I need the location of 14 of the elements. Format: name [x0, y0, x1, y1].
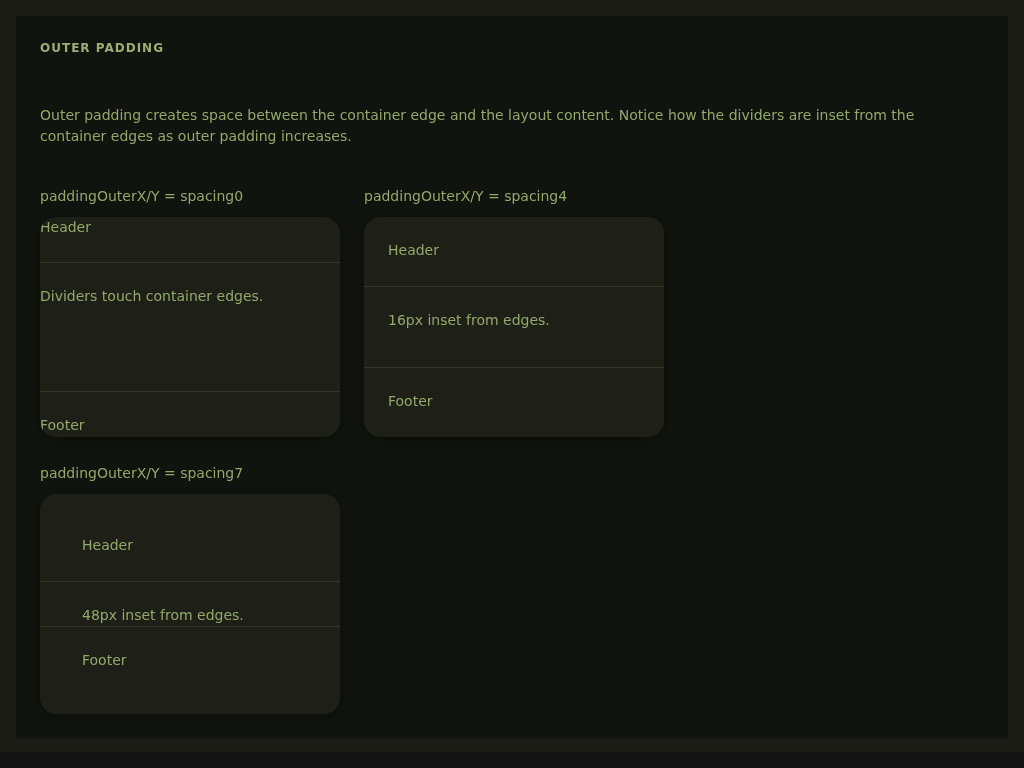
body-text: 16px inset from edges. [388, 311, 550, 330]
body-text: 48px inset from edges. [82, 606, 244, 625]
header-label: Header [40, 218, 91, 237]
header-label: Header [388, 241, 439, 260]
example-heading: paddingOuterX/Y = spacing0 [40, 187, 244, 206]
description-text: Outer padding creates space between the container edge and the layout content. Notice how the dividers are inset from the container edges as outer padding increases. [40, 106, 916, 146]
header-label: Header [82, 536, 133, 555]
section-title: OUTER PADDING [40, 40, 164, 56]
body-text: Dividers touch container edges. [40, 287, 264, 306]
example-heading: paddingOuterX/Y = spacing4 [364, 187, 568, 206]
footer-label: Footer [82, 651, 127, 670]
footer-label: Footer [388, 392, 433, 411]
footer-label: Footer [40, 416, 85, 435]
example-heading: paddingOuterX/Y = spacing7 [40, 464, 244, 483]
